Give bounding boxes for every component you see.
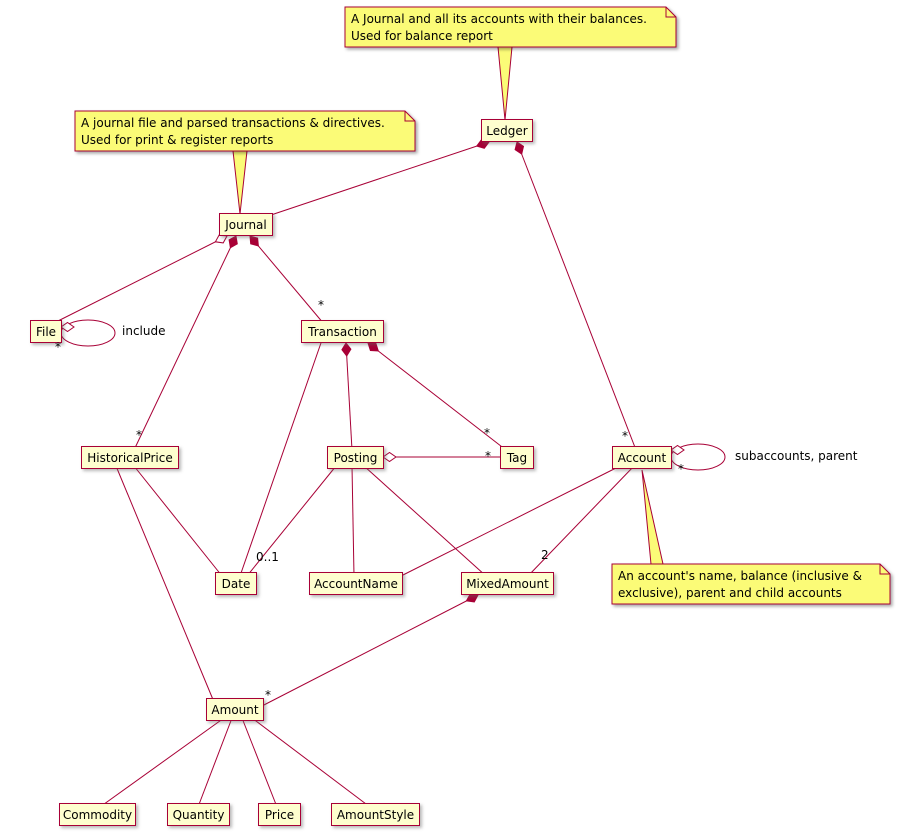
note-fold-icon [404, 111, 415, 122]
note-connector-ledger-note [497, 46, 513, 121]
edge-posting-accountname [351, 465, 355, 577]
edge-ledger-journal [261, 141, 490, 219]
aggregation-diamond [382, 451, 397, 463]
note-fold-icon [879, 564, 890, 575]
composition-diamond [465, 593, 479, 603]
note-fold-icon [665, 7, 676, 18]
note-ledger-note [344, 6, 677, 48]
composition-diamond [514, 141, 525, 155]
edge-amount-amountstyle [251, 717, 371, 808]
edge-mixedamount-amount [259, 594, 479, 708]
edge-historicalprice-date [133, 465, 223, 577]
edge-transaction-tag [367, 342, 507, 451]
aggregation-diamond [60, 321, 75, 333]
edge-account-accountname [398, 465, 621, 578]
composition-diamond [228, 235, 238, 249]
note-connector-account-note [641, 469, 664, 565]
edge-amount-price [241, 717, 278, 808]
composition-diamond [475, 139, 490, 149]
note-account-note [611, 563, 891, 605]
edge-ledger-account [516, 141, 637, 451]
edge-posting-date [246, 465, 337, 577]
composition-diamond [367, 342, 379, 352]
edge-journal-transaction [249, 235, 325, 325]
edge-historicalprice-amount [115, 465, 215, 703]
aggregation-diamond [214, 234, 228, 244]
edge-amount-commodity [99, 717, 225, 808]
edge-transaction-posting [345, 342, 353, 451]
edge-journal-historicalprice [133, 235, 237, 451]
edge-posting-mixedamount [363, 465, 487, 577]
edge-journal-file [51, 235, 228, 325]
note-journal-note [74, 110, 416, 152]
note-connector-journal-note [232, 150, 248, 215]
edge-account-mixedamount [527, 465, 635, 577]
composition-diamond [249, 235, 259, 247]
aggregation-diamond [670, 444, 685, 456]
composition-diamond [341, 342, 352, 357]
edge-amount-quantity [197, 717, 233, 808]
edge-transaction-date [239, 339, 323, 577]
